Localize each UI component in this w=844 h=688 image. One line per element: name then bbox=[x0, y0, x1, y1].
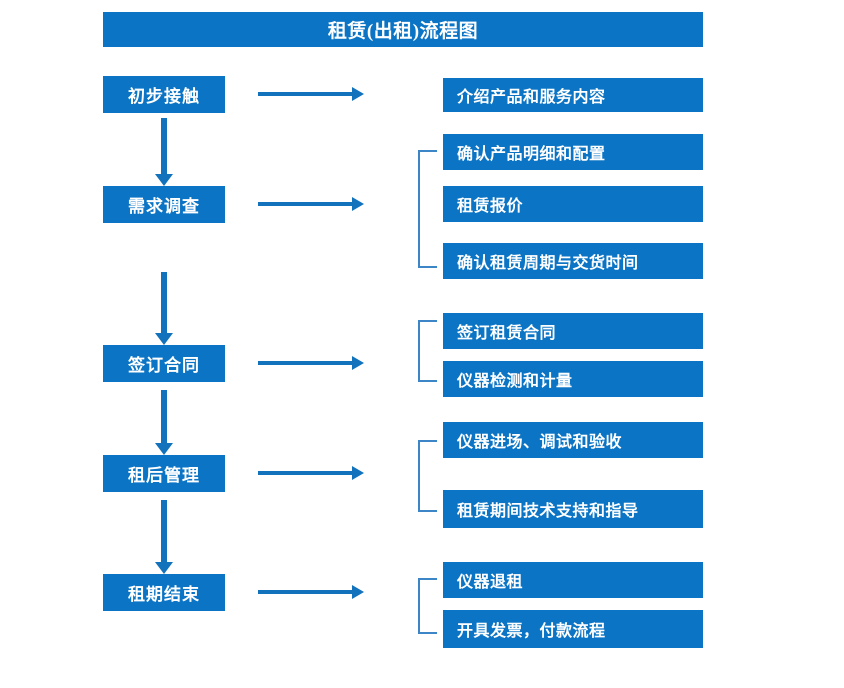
arrow-shaft bbox=[258, 202, 353, 206]
arrow-head bbox=[352, 356, 364, 370]
arrow-shaft bbox=[258, 92, 353, 96]
detail-box-4[interactable]: 确认租赁周期与交货时间 bbox=[443, 243, 703, 279]
arrow-right-icon-5 bbox=[258, 585, 364, 599]
arrow-shaft bbox=[258, 471, 353, 475]
detail-box-1[interactable]: 介绍产品和服务内容 bbox=[443, 78, 703, 112]
arrow-shaft bbox=[258, 590, 353, 594]
arrow-head bbox=[352, 197, 364, 211]
arrow-right-icon-3 bbox=[258, 356, 364, 370]
arrow-shaft bbox=[161, 500, 167, 562]
group-bracket-4 bbox=[418, 440, 437, 512]
detail-box-2[interactable]: 确认产品明细和配置 bbox=[443, 134, 703, 170]
group-bracket-5 bbox=[418, 578, 437, 634]
group-bracket-2 bbox=[418, 150, 437, 268]
arrow-head bbox=[352, 87, 364, 101]
arrow-shaft bbox=[161, 272, 167, 333]
arrow-head bbox=[155, 174, 173, 186]
arrow-shaft bbox=[161, 390, 167, 443]
arrow-shaft bbox=[258, 361, 353, 365]
stage-box-2[interactable]: 需求调查 bbox=[103, 186, 225, 223]
detail-box-7[interactable]: 仪器进场、调试和验收 bbox=[443, 422, 703, 458]
stage-box-4[interactable]: 租后管理 bbox=[103, 455, 225, 492]
detail-box-6[interactable]: 仪器检测和计量 bbox=[443, 361, 703, 397]
detail-box-9[interactable]: 仪器退租 bbox=[443, 562, 703, 598]
arrow-right-icon-1 bbox=[258, 87, 364, 101]
detail-box-5[interactable]: 签订租赁合同 bbox=[443, 313, 703, 349]
arrow-down-icon-1 bbox=[155, 118, 173, 186]
detail-box-10[interactable]: 开具发票，付款流程 bbox=[443, 610, 703, 648]
group-bracket-3 bbox=[418, 320, 437, 382]
arrow-down-icon-2 bbox=[155, 272, 173, 345]
page-title: 租赁(出租)流程图 bbox=[103, 12, 703, 47]
stage-box-5[interactable]: 租期结束 bbox=[103, 574, 225, 611]
stage-box-1[interactable]: 初步接触 bbox=[103, 76, 225, 113]
arrow-right-icon-4 bbox=[258, 466, 364, 480]
arrow-shaft bbox=[161, 118, 167, 174]
detail-box-8[interactable]: 租赁期间技术支持和指导 bbox=[443, 490, 703, 528]
stage-box-3[interactable]: 签订合同 bbox=[103, 345, 225, 382]
arrow-head bbox=[352, 585, 364, 599]
arrow-head bbox=[155, 562, 173, 574]
arrow-right-icon-2 bbox=[258, 197, 364, 211]
arrow-down-icon-4 bbox=[155, 500, 173, 574]
arrow-head bbox=[155, 333, 173, 345]
arrow-down-icon-3 bbox=[155, 390, 173, 455]
detail-box-3[interactable]: 租赁报价 bbox=[443, 186, 703, 222]
arrow-head bbox=[155, 443, 173, 455]
arrow-head bbox=[352, 466, 364, 480]
